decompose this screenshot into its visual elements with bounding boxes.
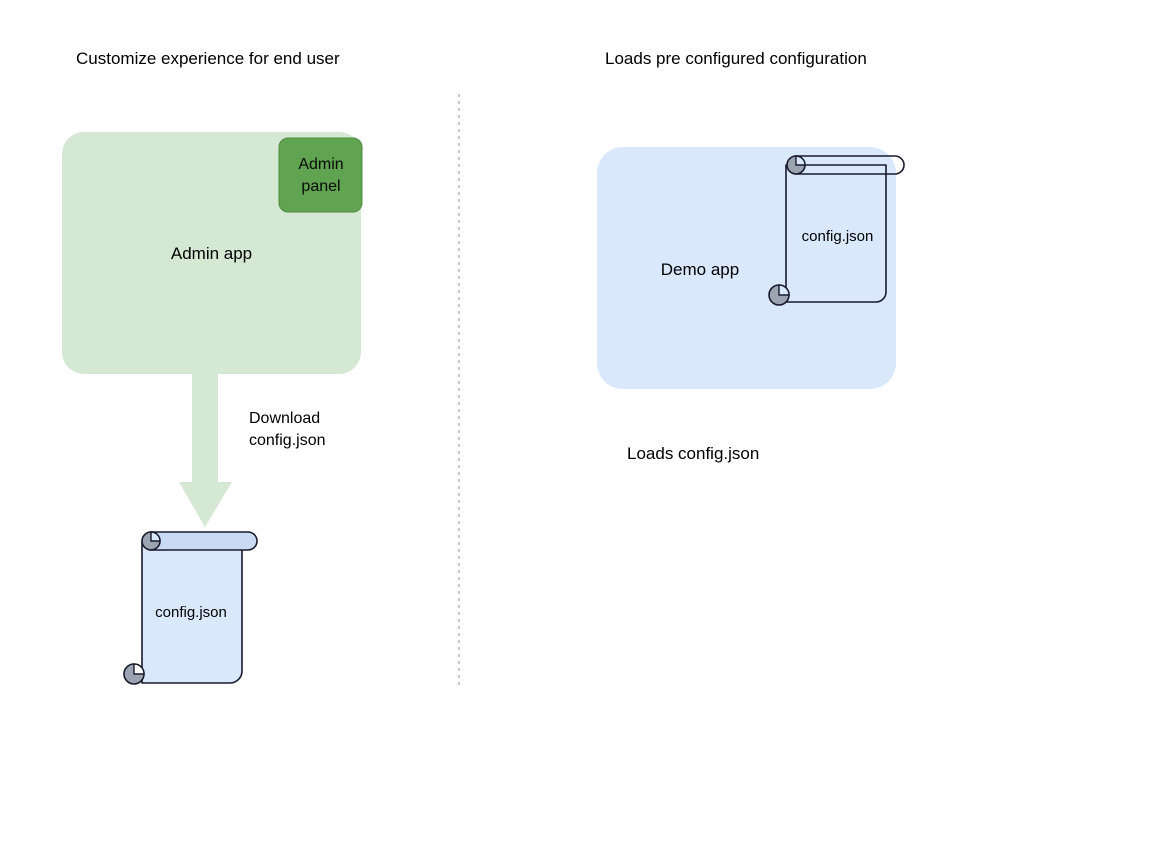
download-arrow — [179, 374, 232, 527]
config-document-left-bottom-curl-notch — [133, 663, 145, 675]
loads-config-caption: Loads config.json — [627, 444, 760, 463]
admin-panel-label: Admin panel — [280, 154, 362, 198]
admin-app-label: Admin app — [170, 244, 253, 263]
config-document-left-top-curl-notch — [150, 531, 161, 542]
demo-app-box[interactable] — [597, 147, 896, 389]
config-document-left-body[interactable] — [141, 540, 243, 684]
admin-panel-box[interactable] — [278, 137, 363, 213]
download-arrow-label-line2: config.json — [249, 432, 326, 449]
admin-panel-label-line1: Admin — [298, 156, 344, 173]
download-arrow-label: Download config.json — [249, 408, 389, 452]
left-column-heading: Customize experience for end user — [76, 49, 340, 68]
config-document-left-label: config.json — [155, 604, 227, 621]
download-arrow-label-line1: Download — [249, 410, 321, 427]
right-column-heading: Loads pre configured configuration — [605, 49, 867, 68]
config-document-right-top-curl-notch — [795, 155, 806, 166]
config-document-right-body[interactable] — [785, 164, 887, 303]
config-document-right-bottom-curl-notch — [778, 284, 790, 296]
demo-app-label: Demo app — [660, 260, 740, 279]
admin-panel-label-line2: panel — [301, 178, 341, 195]
config-document-right-label: config.json — [801, 228, 874, 245]
